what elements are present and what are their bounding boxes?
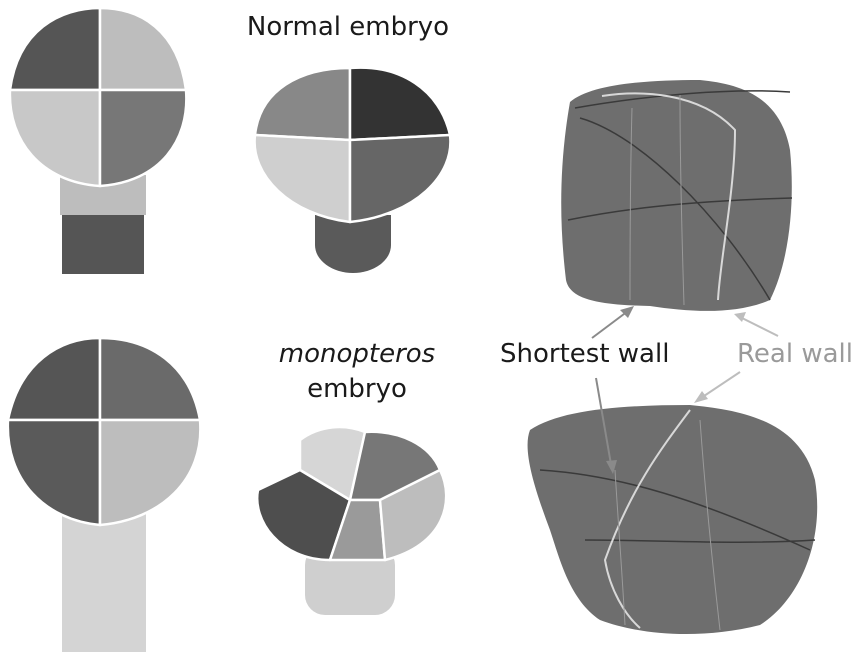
suspensor-lower	[62, 208, 144, 274]
mutant-cell-wall-model	[528, 405, 818, 634]
real-wall-arrowhead-down	[694, 391, 708, 403]
cell-surface	[528, 405, 818, 634]
mutant-embryo-title-line2: embryo	[307, 374, 407, 404]
suspensor	[62, 510, 146, 652]
normal-embryo-tilted-view	[255, 68, 451, 273]
real-wall-label: Real wall	[737, 339, 853, 369]
mutant-embryo-title-line1: monopteros	[279, 339, 435, 369]
cell-bottom-right	[100, 420, 200, 525]
real-wall-arrow-up	[738, 316, 778, 336]
cell-back-right	[350, 68, 450, 140]
real-wall-arrowhead-up	[734, 312, 746, 322]
cell-front-right	[350, 135, 450, 222]
cell-surface	[561, 80, 792, 311]
cell-bottom-left	[10, 90, 100, 186]
cell-front-left	[255, 135, 350, 222]
mutant-embryo-front-view	[8, 338, 201, 652]
normal-embryo-front-view	[10, 8, 186, 274]
normal-cell-wall-model	[561, 80, 792, 311]
cell-bottom-right	[100, 90, 186, 186]
cell-top-left	[10, 8, 100, 90]
cell-top-left	[8, 338, 100, 420]
cell-bottom-left	[8, 420, 100, 525]
cell-back-left	[255, 68, 350, 140]
shortest-wall-label: Shortest wall	[500, 339, 669, 369]
cell-top-right	[100, 338, 200, 420]
cell-top-right	[100, 8, 186, 90]
normal-embryo-title: Normal embryo	[247, 12, 449, 42]
mutant-embryo-tilted-view	[257, 427, 446, 615]
